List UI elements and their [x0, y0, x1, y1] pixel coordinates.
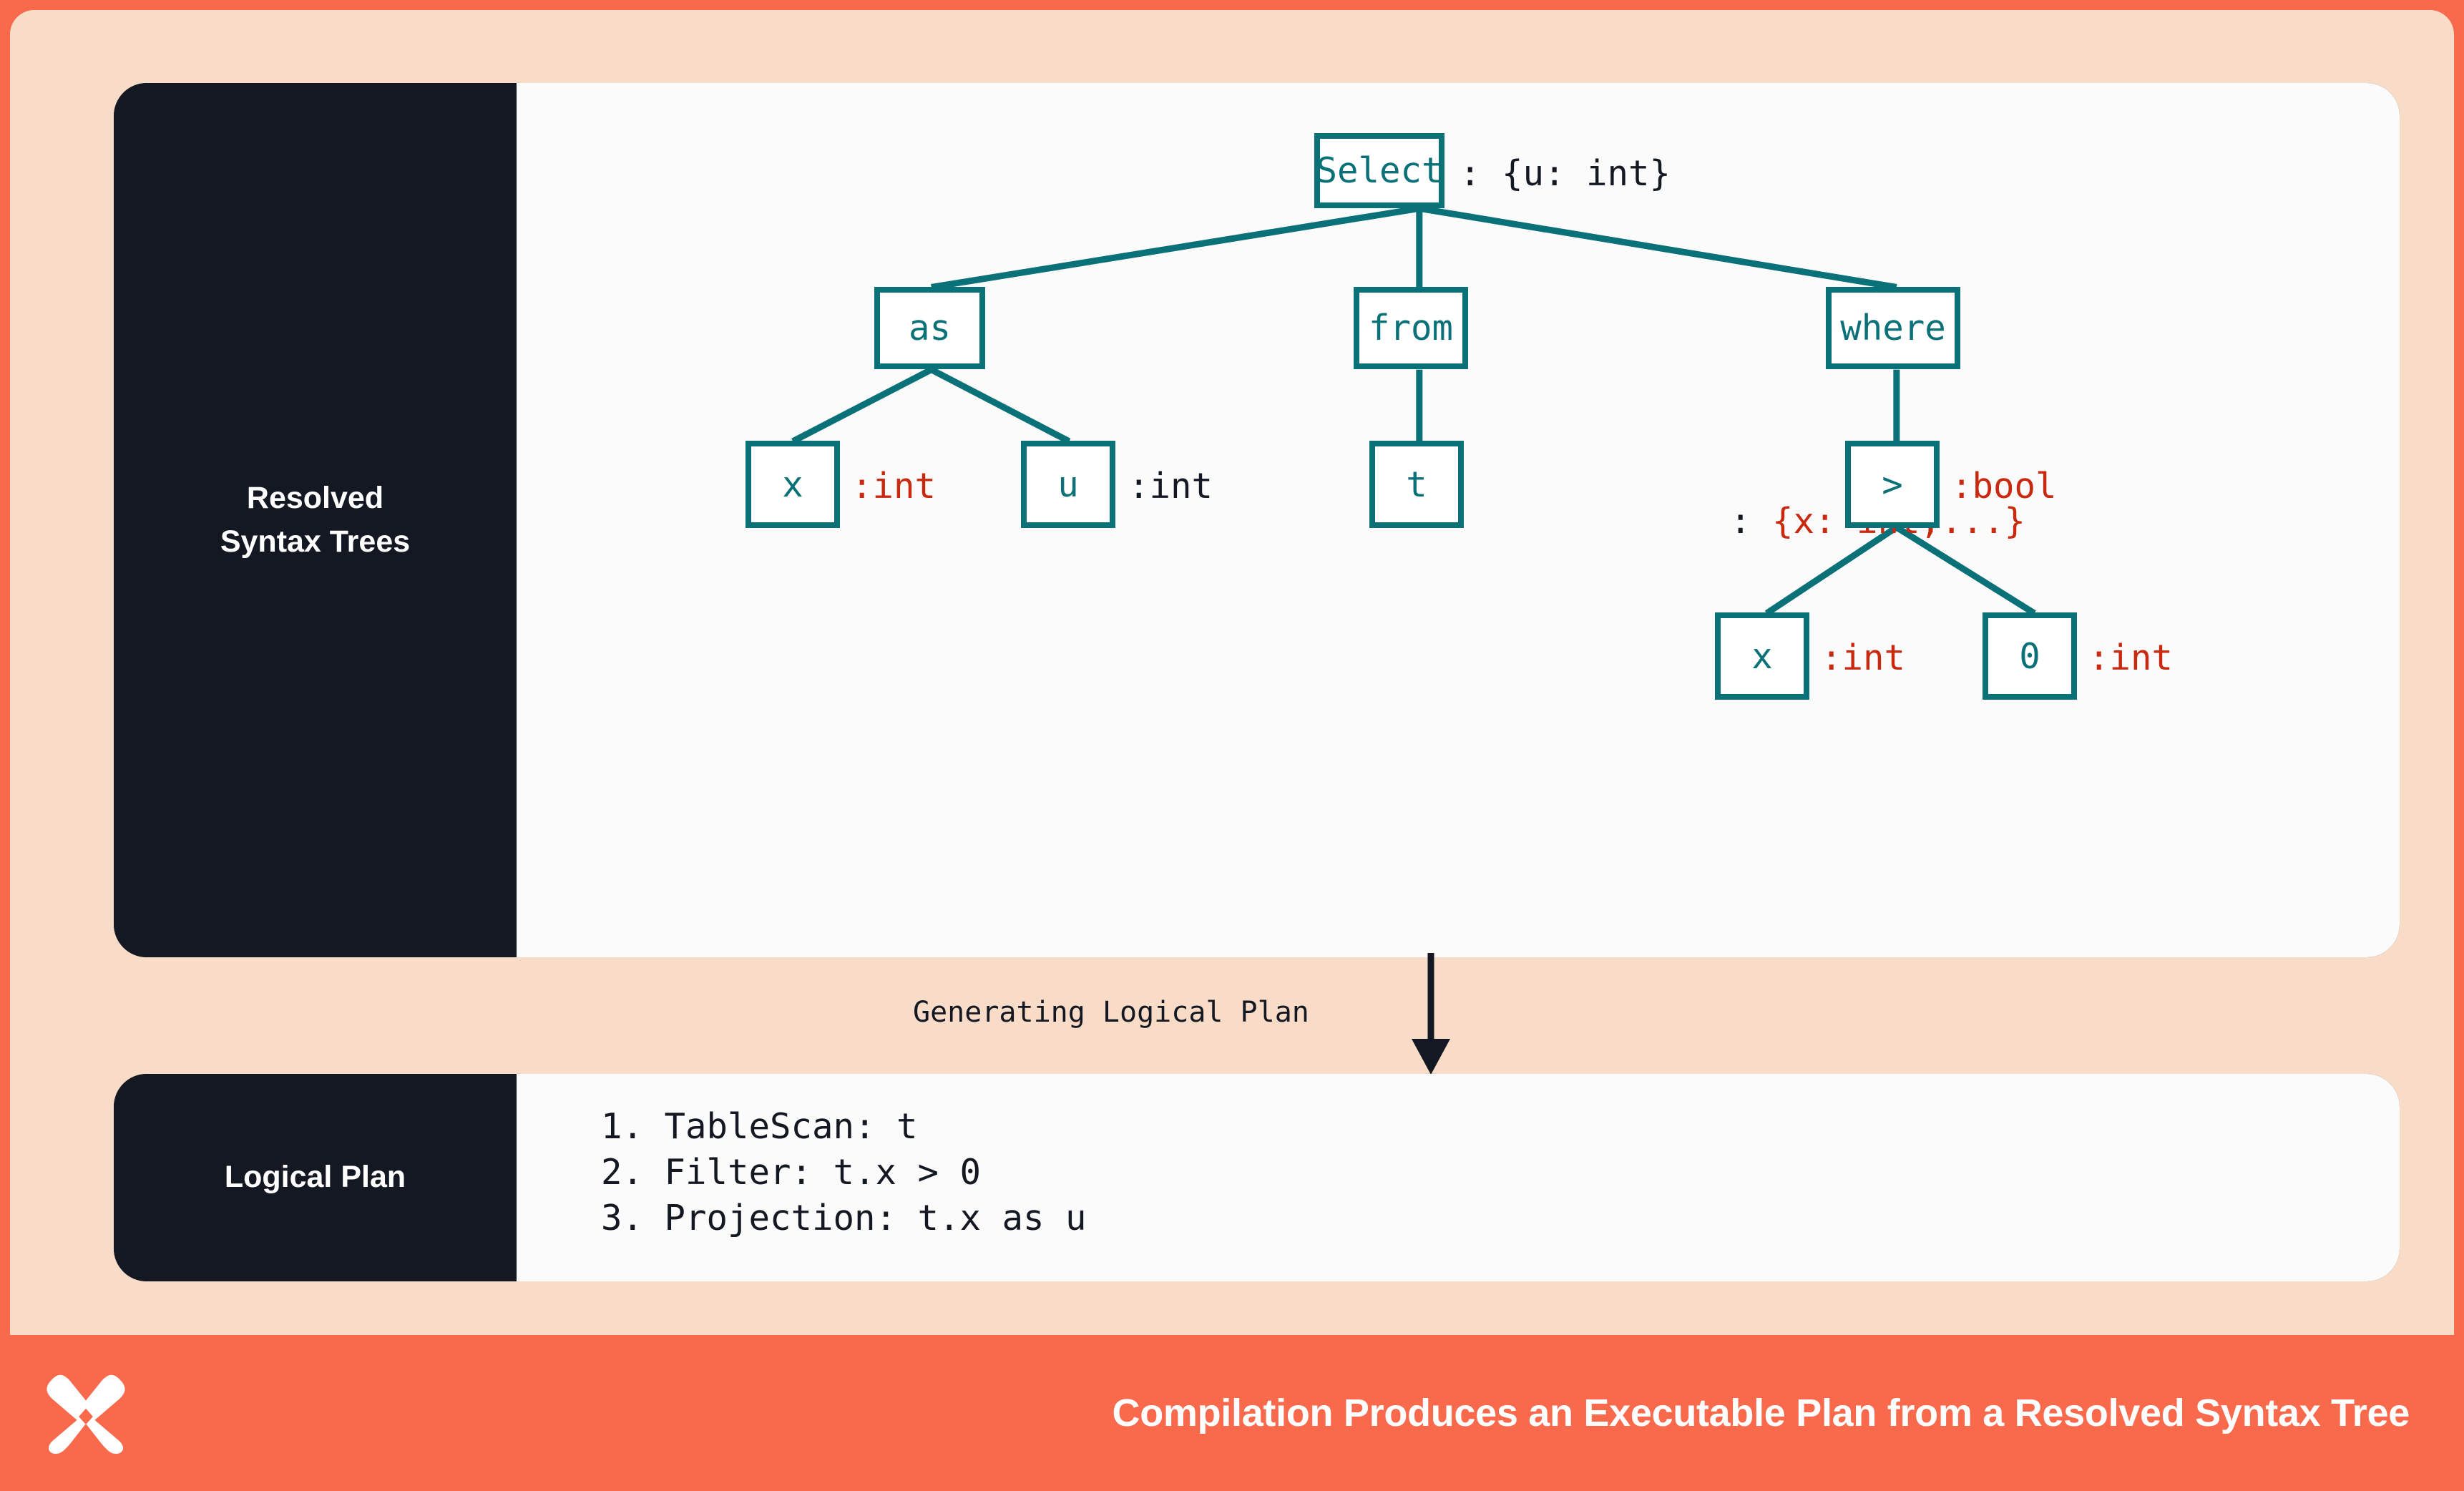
tree-node-from[interactable]: from — [1354, 287, 1468, 369]
plan-step-2: 2. Filter: t.x > 0 — [601, 1152, 982, 1193]
tree-node-from-label: from — [1368, 308, 1453, 348]
poster-canvas: Resolved Syntax Trees — [10, 10, 2454, 1335]
tree-node-zero[interactable]: 0 — [1983, 612, 2077, 700]
tree-node-as[interactable]: as — [874, 287, 985, 369]
tree-node-gt[interactable]: > — [1845, 441, 1940, 528]
rst-rail-label-line1: Resolved — [246, 480, 384, 515]
plan-step-3: 3. Projection: t.x as u — [601, 1198, 1087, 1239]
edge-as-u — [929, 366, 1071, 444]
tree-node-select[interactable]: Select — [1314, 133, 1444, 208]
plan-card-body: 1. TableScan: t 2. Filter: t.x > 0 3. Pr… — [517, 1074, 2400, 1281]
tree-node-u[interactable]: u — [1021, 441, 1115, 528]
edge-select-where — [1419, 205, 1897, 290]
tree-node-select-label: Select — [1316, 150, 1443, 191]
tree-node-x-right-label: x — [1751, 635, 1773, 677]
flow-label: Generating Logical Plan — [913, 996, 1309, 1029]
tree-node-where-label: where — [1840, 308, 1946, 348]
tree-node-t-label: t — [1406, 464, 1427, 505]
tree-node-u-label: u — [1057, 464, 1079, 505]
tree-annotation-gt: :bool — [1951, 466, 2057, 507]
tree-annotation-select: : {u: int} — [1460, 153, 1671, 194]
tree-annotation-zero: :int — [2088, 637, 2174, 678]
syntax-tree: Select : {u: int} as from where — [517, 83, 2400, 957]
tree-annotation-u: :int — [1128, 466, 1213, 507]
resolved-syntax-trees-card: Resolved Syntax Trees — [114, 83, 2400, 957]
edge-as-x — [791, 366, 933, 444]
edge-select-as — [931, 205, 1420, 290]
flow-arrow-down-icon — [1412, 953, 1450, 1075]
butterfly-x-logo-icon — [47, 1374, 125, 1455]
footer-bar: Compilation Produces an Executable Plan … — [0, 1335, 2464, 1491]
tree-node-x-right[interactable]: x — [1715, 612, 1809, 700]
plan-step-1: 1. TableScan: t — [601, 1106, 918, 1147]
tree-node-x-left[interactable]: x — [745, 441, 840, 528]
tree-node-t[interactable]: t — [1369, 441, 1464, 528]
tree-node-where[interactable]: where — [1826, 287, 1960, 369]
rst-rail-label: Resolved Syntax Trees — [114, 83, 517, 957]
tree-annotation-t: :: {x: int,...} {x: int,...} — [1730, 501, 2026, 542]
tree-annotation-x-left: :int — [851, 466, 937, 507]
rst-card-body: Select : {u: int} as from where — [517, 83, 2400, 957]
tree-annotation-x-right: :int — [1821, 637, 1906, 678]
footer-title: Compilation Produces an Executable Plan … — [1112, 1392, 2410, 1434]
plan-rail-label: Logical Plan — [114, 1074, 517, 1281]
logical-plan-card: Logical Plan 1. TableScan: t 2. Filter: … — [114, 1074, 2400, 1281]
tree-node-zero-label: 0 — [2019, 635, 2040, 677]
tree-node-gt-label: > — [1882, 464, 1903, 505]
tree-node-as-label: as — [908, 308, 951, 348]
rst-rail-label-line2: Syntax Trees — [220, 524, 411, 559]
tree-node-x-left-label: x — [782, 464, 803, 505]
plan-rail-label-text: Logical Plan — [224, 1160, 406, 1195]
